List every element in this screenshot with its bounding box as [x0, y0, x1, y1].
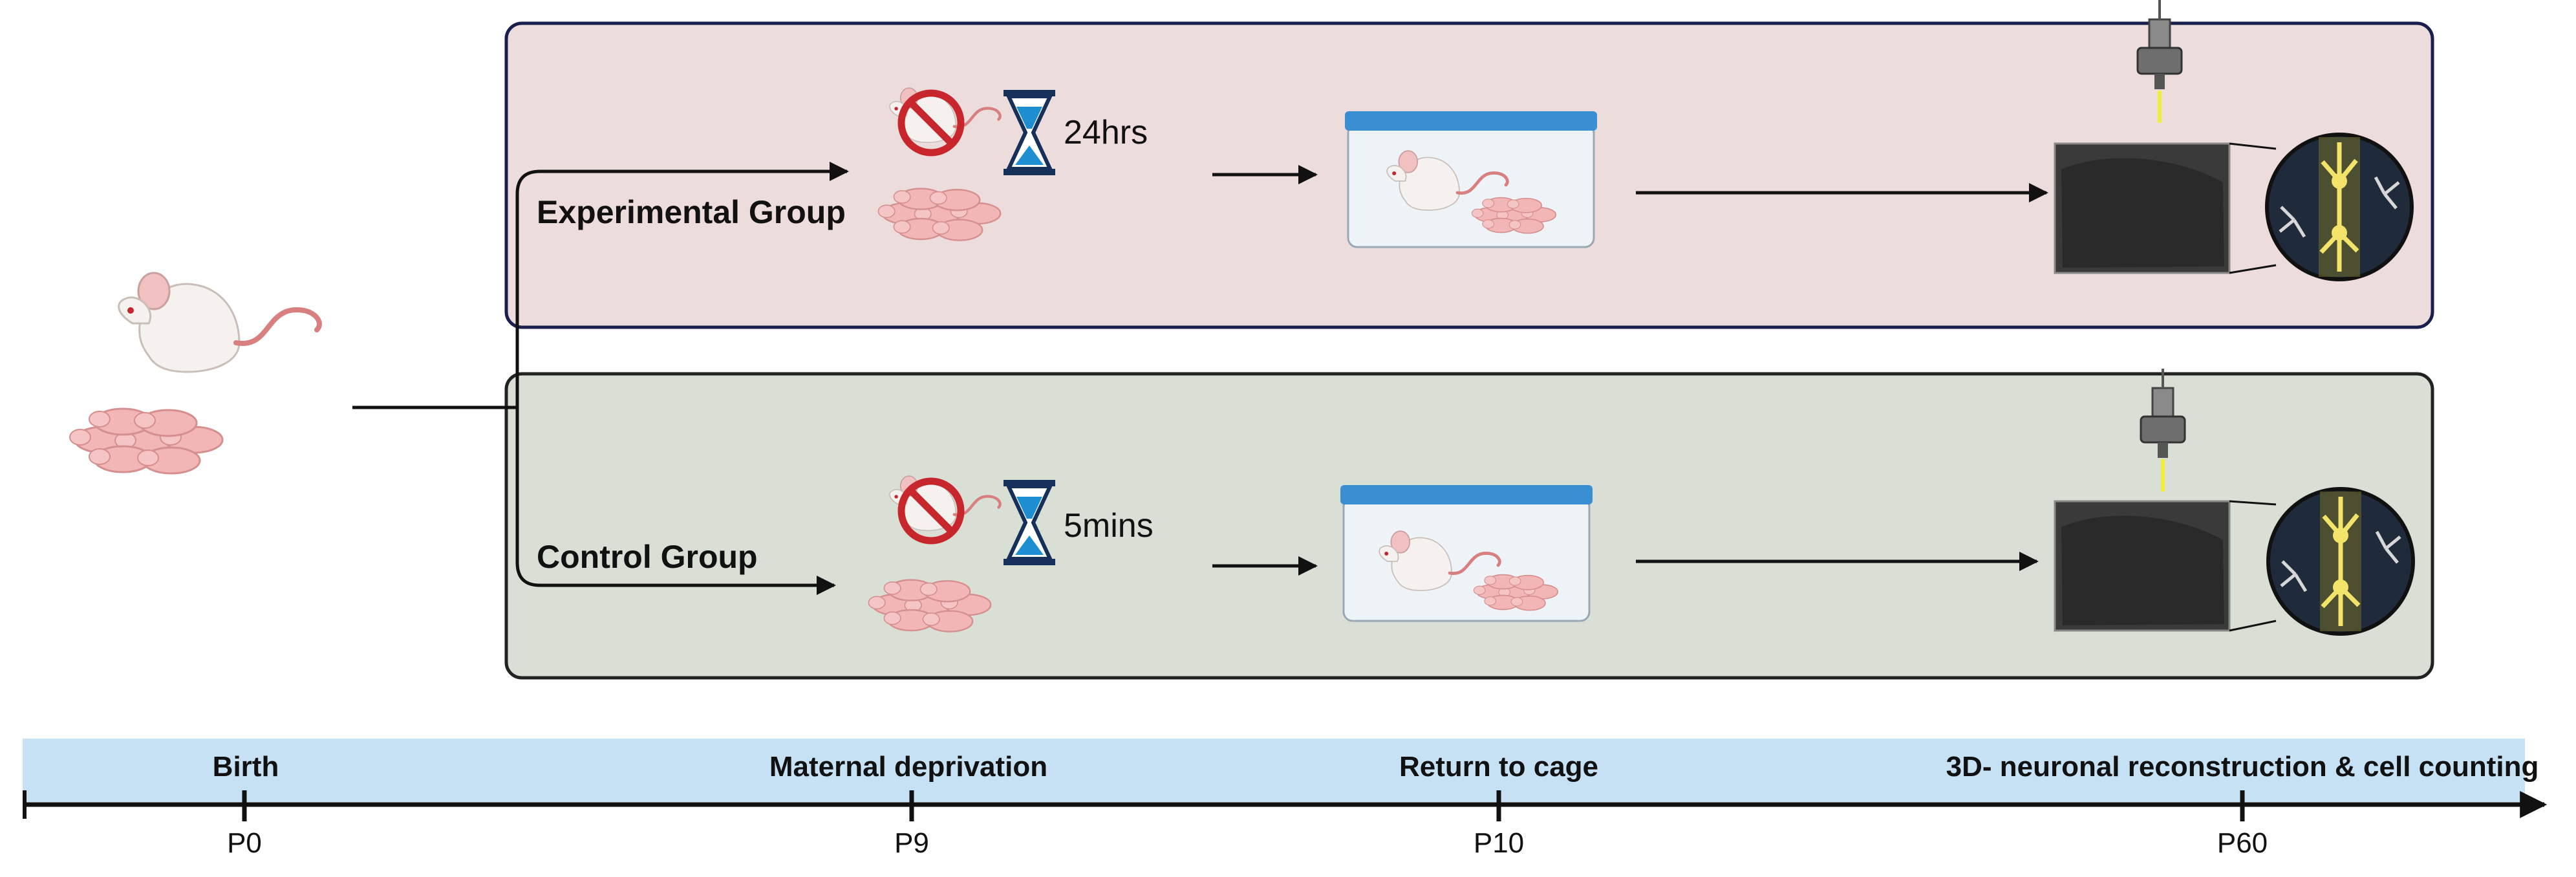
timeline-day-label: P9 [894, 827, 929, 859]
experimental-duration: 24hrs [1064, 114, 1148, 151]
control-duration: 5mins [1064, 507, 1154, 545]
timeline-day-label: P0 [227, 827, 262, 859]
experimental-group-label: Experimental Group [537, 194, 846, 230]
group-split-connector [352, 162, 849, 595]
timeline-event-label: Return to cage [1399, 751, 1598, 783]
control-group-label: Control Group [537, 539, 758, 575]
timeline-day-label: P10 [1474, 827, 1524, 859]
neuron-zoom-icon [2268, 489, 2413, 634]
mother-mouse-with-pups-icon [70, 273, 319, 473]
timeline-band [23, 739, 2525, 802]
cage-icon [1339, 484, 1594, 622]
zoom-lines [2229, 500, 2277, 632]
zoom-lines [2229, 142, 2277, 274]
timeline-event-label: Birth [213, 751, 279, 783]
brain-slice-icon [2054, 142, 2231, 274]
neuron-zoom-icon [2267, 135, 2412, 279]
cage-icon [1344, 110, 1598, 248]
brain-slice-icon [2054, 500, 2231, 632]
timeline-event-label: 3D- neuronal reconstruction & cell count… [1946, 751, 2539, 783]
timeline-event-label: Maternal deprivation [769, 751, 1047, 783]
timeline-day-label: P60 [2217, 827, 2268, 859]
